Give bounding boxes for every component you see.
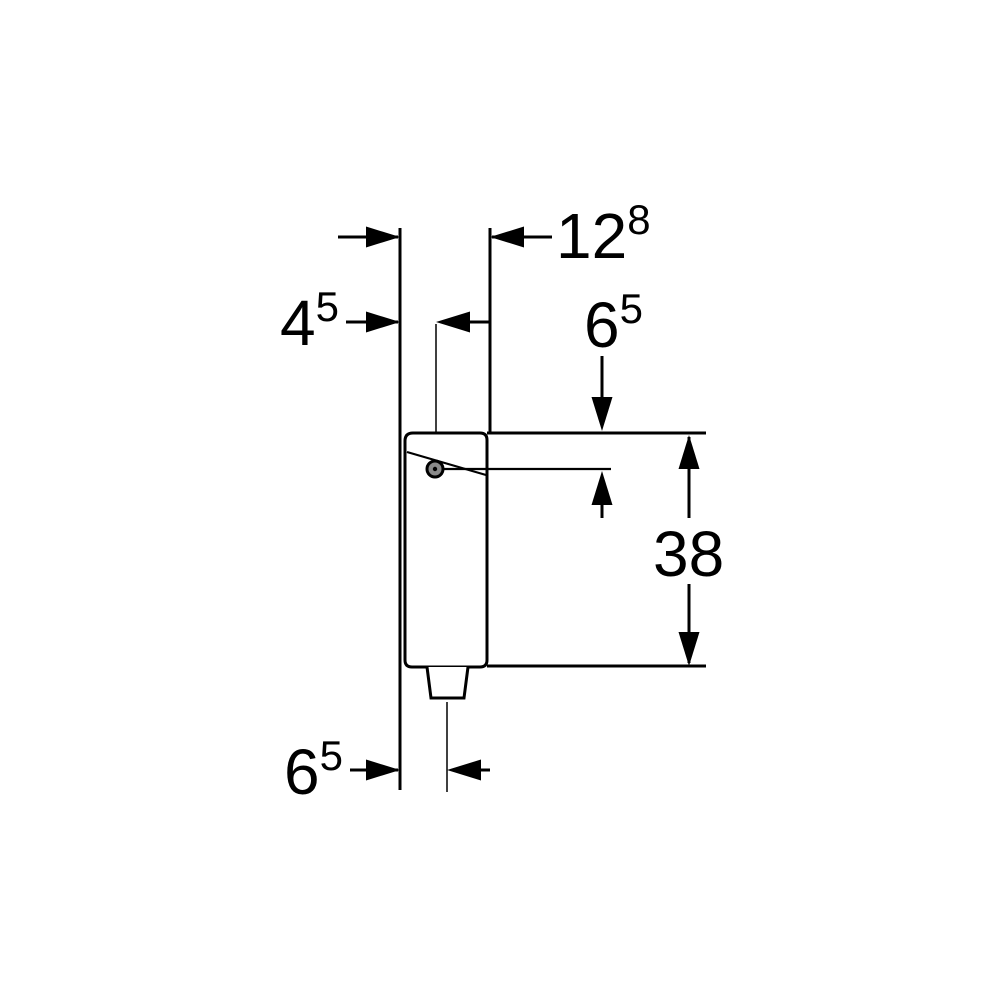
- dimension-supply-height: 65: [584, 285, 643, 518]
- arrowhead-down-icon: [591, 397, 613, 431]
- arrowhead-right-icon: [366, 226, 400, 248]
- arrowhead-up-icon: [678, 435, 700, 469]
- dim-label-height-main: 38: [653, 518, 724, 590]
- dim-label-height: 38: [653, 518, 724, 590]
- arrowhead-down-icon: [678, 632, 700, 666]
- flush-outlet-stub: [425, 666, 470, 700]
- dimension-height: 38: [487, 431, 724, 668]
- dim-label-depth-sup: 8: [627, 196, 650, 243]
- cistern-body: [403, 431, 489, 700]
- dim-label-depth-main: 12: [556, 200, 627, 272]
- arrowhead-left-icon: [447, 759, 481, 781]
- cistern-lid-seam: [406, 450, 487, 477]
- dim-label-supply-offset: 45: [280, 283, 339, 359]
- dimension-outlet-offset: 65: [284, 702, 490, 808]
- cistern-outline: [403, 431, 489, 669]
- dim-label-outlet-offset-main: 6: [284, 736, 320, 808]
- arrowhead-right-icon: [366, 759, 400, 781]
- dim-label-supply-height: 65: [584, 285, 643, 361]
- arrowhead-right-icon: [366, 311, 400, 333]
- dim-label-outlet-offset: 65: [284, 732, 343, 808]
- dim-label-supply-offset-main: 4: [280, 287, 316, 359]
- supply-valve-center-dot: [432, 466, 438, 472]
- arrowhead-left-icon: [436, 311, 470, 333]
- arrowhead-up-icon: [591, 471, 613, 505]
- dimension-depth: 128: [338, 196, 651, 272]
- dim-label-supply-height-sup: 5: [620, 285, 643, 332]
- dim-label-depth: 128: [556, 196, 651, 272]
- dim-label-supply-offset-sup: 5: [316, 283, 339, 330]
- dim-label-supply-height-main: 6: [584, 289, 620, 361]
- dim-label-outlet-offset-sup: 5: [320, 732, 343, 779]
- arrowhead-left-icon: [490, 226, 524, 248]
